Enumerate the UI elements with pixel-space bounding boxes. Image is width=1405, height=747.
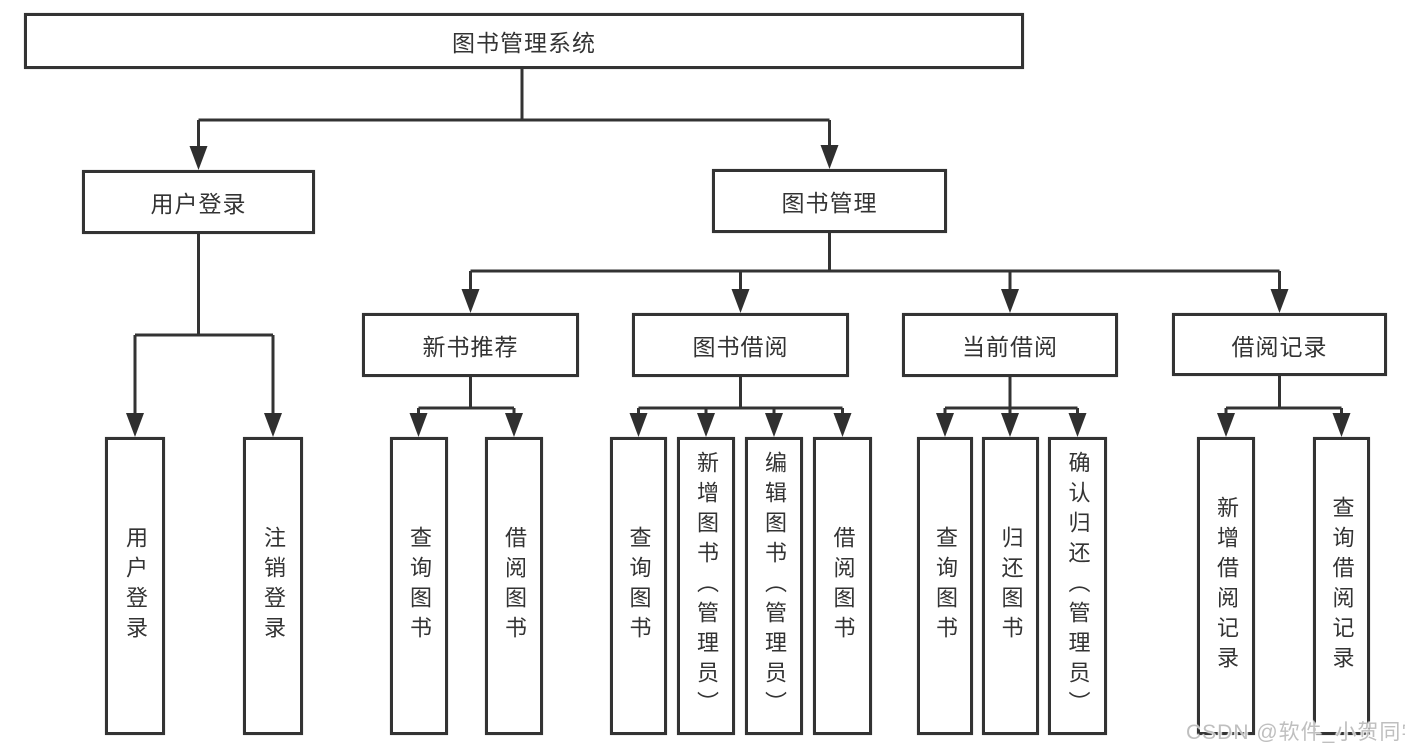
connector-borrow-records-children [1217,376,1351,437]
node-label: 查询图书 [933,526,958,646]
node-label: 用户登录 [123,526,148,646]
node-current-borrow: 当前借阅 [902,313,1118,377]
node-newbooks-query-book: 查询图书 [390,437,448,735]
connector-root-to-level2 [189,69,839,170]
node-label: 查询图书 [407,526,432,646]
node-label: 借阅记录 [1231,333,1328,360]
node-book-borrow: 图书借阅 [632,313,849,377]
node-current-return-book: 归还图书 [982,437,1039,735]
node-label: 新增图书（管理员） [694,451,719,721]
node-label: 新书推荐 [422,334,519,360]
node-current-confirm-return-admin: 确认归还（管理员） [1048,437,1107,735]
node-label: 借阅图书 [830,526,856,646]
node-borrow-records: 借阅记录 [1172,313,1387,376]
node-logout-leaf: 注销登录 [243,437,303,735]
node-book-management: 图书管理 [712,169,947,233]
node-label: 图书借阅 [692,334,789,360]
connector-current-borrow-children [936,377,1087,437]
node-library-management-system: 图书管理系统 [24,13,1024,69]
node-label: 确认归还（管理员） [1065,451,1091,721]
connector-user-login-children [126,234,282,437]
node-user-login: 用户登录 [82,170,315,234]
node-label: 查询借阅记录 [1329,496,1355,676]
connector-book-borrow-children [629,377,852,437]
csdn-watermark: CSDN @软件_小贺同学 [1186,721,1405,744]
node-newbooks-borrow-book: 借阅图书 [485,437,543,735]
node-label: 注销登录 [261,526,286,646]
node-records-query-record: 查询借阅记录 [1313,437,1370,735]
node-borrow-edit-book-admin: 编辑图书（管理员） [745,437,803,735]
node-records-add-record: 新增借阅记录 [1197,437,1255,735]
node-new-book-recommend: 新书推荐 [362,313,579,377]
node-current-query-book: 查询图书 [917,437,973,735]
node-label: 图书管理系统 [452,30,596,56]
node-label: 新增借阅记录 [1214,496,1239,676]
node-label: 当前借阅 [962,334,1058,360]
node-borrow-borrow-book: 借阅图书 [813,437,872,735]
node-label: 借阅图书 [502,526,527,646]
node-borrow-add-book-admin: 新增图书（管理员） [677,437,735,735]
connector-book-management-children [461,233,1289,313]
node-label: 查询图书 [626,526,652,646]
node-user-login-leaf: 用户登录 [105,437,165,735]
node-borrow-query-book: 查询图书 [610,437,667,735]
node-label: 用户登录 [150,191,247,217]
node-label: 图书管理 [781,190,878,216]
connector-new-book-recommend-children [409,377,523,437]
node-label: 归还图书 [998,526,1024,646]
node-label: 编辑图书（管理员） [762,451,787,721]
